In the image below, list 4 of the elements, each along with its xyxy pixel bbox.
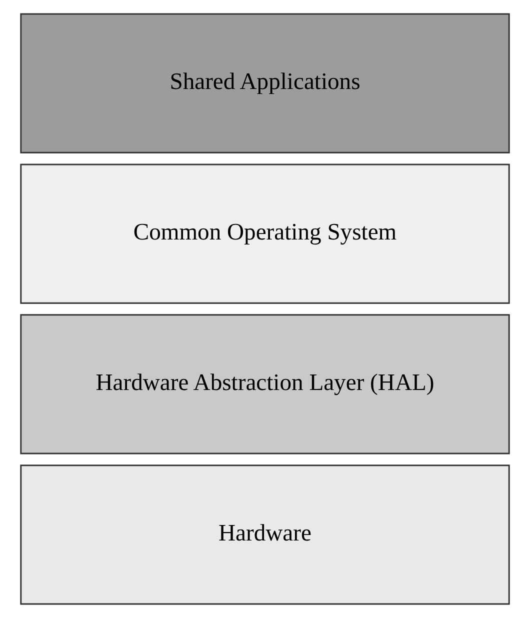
node-box: Shared Applications	[20, 13, 510, 154]
node-box: Hardware	[20, 464, 510, 605]
node-box: Common Operating System	[20, 164, 510, 304]
node-box: Hardware Abstraction Layer (HAL)	[20, 314, 510, 454]
